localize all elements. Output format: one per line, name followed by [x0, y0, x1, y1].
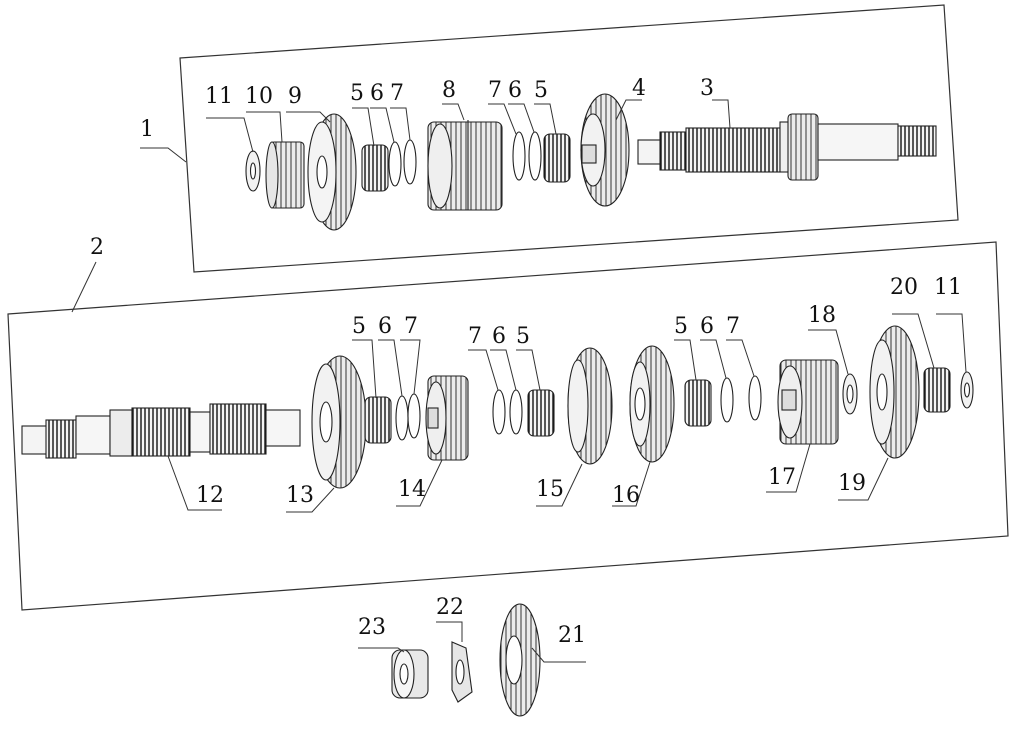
circlip-7 — [403, 139, 417, 185]
circlip-7 — [512, 131, 526, 181]
label-14: 14 — [398, 477, 426, 502]
label-6: 6 — [378, 314, 392, 339]
label-11: 11 — [934, 275, 962, 300]
washer-11 — [960, 371, 974, 409]
label-3: 3 — [700, 76, 714, 101]
needle-bearing-20 — [923, 367, 951, 413]
bushing-6 — [720, 377, 734, 423]
leader-lines — [71, 99, 967, 663]
bushing-6 — [509, 389, 523, 435]
gear-17 — [777, 359, 839, 445]
needle-bearing-5 — [361, 144, 389, 192]
label-12: 12 — [196, 483, 224, 508]
needle-bearing-5 — [527, 389, 555, 437]
upper-shaft-frame — [179, 4, 959, 273]
lock-washer-22 — [451, 641, 473, 703]
upper-main-shaft-3 — [637, 113, 937, 181]
gear-10 — [265, 141, 305, 209]
circlip-7 — [492, 389, 506, 435]
sprocket-21 — [499, 603, 541, 717]
label-15: 15 — [536, 477, 564, 502]
label-11: 11 — [205, 84, 233, 109]
label-6: 6 — [700, 314, 714, 339]
circlip-7 — [748, 375, 762, 421]
label-19: 19 — [838, 471, 866, 496]
nut-23 — [391, 649, 429, 699]
lower-shaft-12 — [21, 403, 301, 459]
label-20: 20 — [890, 275, 918, 300]
gear-13 — [311, 355, 367, 489]
label-5: 5 — [534, 78, 548, 103]
needle-bearing-5 — [543, 133, 571, 183]
gear-4 — [580, 93, 630, 207]
label-17: 17 — [768, 465, 796, 490]
label-9: 9 — [288, 84, 302, 109]
label-8: 8 — [442, 78, 456, 103]
bushing-6 — [395, 395, 409, 441]
label-1: 1 — [140, 117, 154, 142]
bushing-6 — [388, 141, 402, 187]
circlip-7 — [407, 393, 421, 439]
gear-15 — [567, 347, 613, 465]
label-18: 18 — [808, 303, 836, 328]
needle-bearing-5 — [684, 379, 712, 427]
gear-19 — [869, 325, 920, 459]
label-7: 7 — [726, 314, 740, 339]
gear-16 — [629, 345, 675, 463]
label-7: 7 — [468, 324, 482, 349]
washer-11 — [245, 150, 261, 192]
gear-14 — [425, 375, 469, 461]
part-labels: 1 2 3 4 11 10 9 5 6 7 8 7 6 5 5 6 7 7 6 … — [90, 76, 962, 648]
label-22: 22 — [436, 595, 464, 620]
label-4: 4 — [632, 76, 646, 101]
upper-shaft-assembly — [245, 93, 937, 231]
label-7: 7 — [390, 81, 404, 106]
label-7: 7 — [488, 78, 502, 103]
label-6: 6 — [508, 78, 522, 103]
label-5: 5 — [352, 314, 366, 339]
bushing-6 — [528, 131, 542, 181]
needle-bearing-5 — [364, 396, 392, 444]
lower-shaft-assembly — [21, 325, 974, 489]
label-5: 5 — [674, 314, 688, 339]
label-6: 6 — [492, 324, 506, 349]
gear-8 — [427, 120, 503, 211]
label-7: 7 — [404, 314, 418, 339]
lower-shaft-frame — [7, 241, 1009, 611]
label-10: 10 — [245, 84, 273, 109]
label-13: 13 — [286, 483, 314, 508]
label-5: 5 — [516, 324, 530, 349]
gear-9 — [307, 113, 357, 231]
label-16: 16 — [612, 483, 640, 508]
label-21: 21 — [558, 623, 586, 648]
label-5: 5 — [350, 81, 364, 106]
label-2: 2 — [90, 235, 104, 260]
label-6: 6 — [370, 81, 384, 106]
label-23: 23 — [358, 615, 386, 640]
washer-18 — [842, 373, 858, 415]
